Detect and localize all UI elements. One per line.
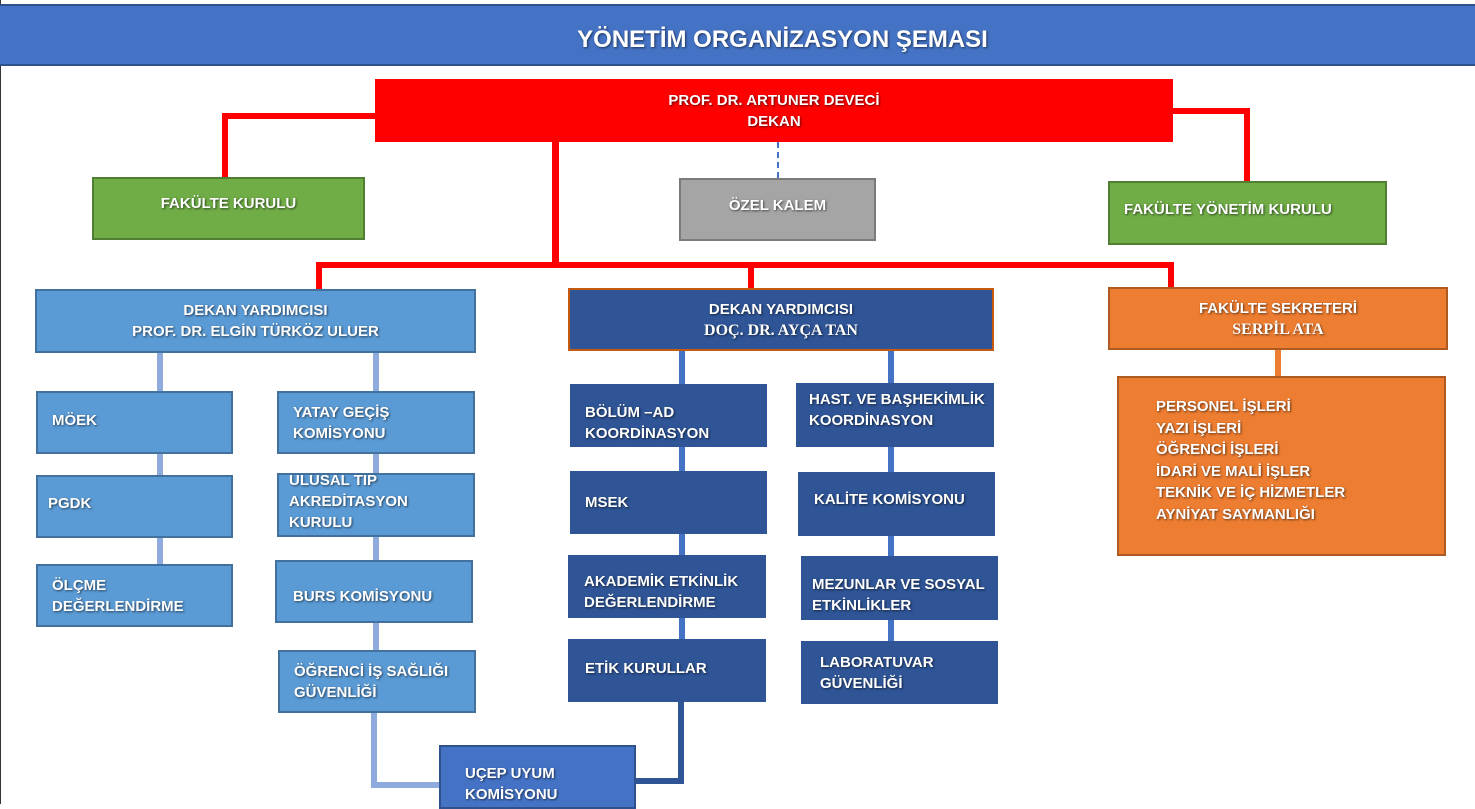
vd1-item-label: ÖLÇME DEĞERLENDİRME	[52, 576, 184, 615]
vd2-item-label: AKADEMİK ETKİNLİK DEĞERLENDİRME	[584, 572, 739, 611]
secretary-units-box[interactable]: PERSONEL İŞLERİ YAZI İŞLERİ ÖĞRENCİ İŞLE…	[1117, 376, 1446, 556]
vd2-item-etik-kurullar[interactable]: ETİK KURULLAR	[568, 639, 766, 702]
vd1-item-label: YATAY GEÇİŞ KOMİSYONU	[293, 403, 390, 442]
ucep-committee-box[interactable]: UÇEP UYUM KOMİSYONU	[439, 745, 636, 809]
secretary-unit-ayniyat: AYNİYAT SAYMANLIĞI	[1156, 505, 1315, 523]
vice-dean-1-title: DEKAN YARDIMCISI	[183, 302, 328, 319]
vice-dean-1-name: PROF. DR. ELGİN TÜRKÖZ ULUER	[132, 323, 379, 340]
secretary-name: SERPİL ATA	[1232, 320, 1324, 338]
vd1-item-ogrenci-is-sagligi[interactable]: ÖĞRENCİ İŞ SAĞLIĞI GÜVENLİĞİ	[278, 650, 476, 713]
connector-vd2-to-ucep-v	[678, 702, 684, 784]
vd2-item-label: MEZUNLAR VE SOSYAL ETKİNLİKLER	[812, 576, 985, 614]
faculty-board-label: FAKÜLTE KURULU	[160, 195, 297, 212]
dean-title: DEKAN	[747, 112, 801, 130]
vd1-item-olcme[interactable]: ÖLÇME DEĞERLENDİRME	[36, 564, 233, 627]
vd1-item-yatay-gecis[interactable]: YATAY GEÇİŞ KOMİSYONU	[277, 391, 475, 454]
vd2-item-label: MSEK	[585, 494, 629, 511]
vd2-item-label: HAST. VE BAŞHEKİMLİK KOORDİNASYON	[809, 391, 985, 429]
vd2-item-label: KALİTE KOMİSYONU	[814, 490, 965, 508]
connector-vd1-left-column	[157, 352, 163, 566]
vd2-item-kalite[interactable]: KALİTE KOMİSYONU	[798, 472, 995, 536]
connector-dean-exec-board-h	[1172, 108, 1250, 114]
vd2-item-akademik-etkinlik[interactable]: AKADEMİK ETKİNLİK DEĞERLENDİRME	[568, 555, 766, 618]
connector-bus-vice-dean-2	[748, 262, 754, 290]
dean-name: PROF. DR. ARTUNER DEVECİ	[668, 91, 880, 109]
private-office-box[interactable]: ÖZEL KALEM	[679, 178, 876, 241]
vd1-item-pgdk[interactable]: PGDK	[36, 475, 233, 538]
vd1-item-label: ULUSAL TIP AKREDİTASYON KURULU	[289, 471, 408, 531]
secretary-unit-ogrenci: ÖĞRENCİ İŞLERİ	[1156, 441, 1279, 459]
vice-dean-1-box[interactable]: DEKAN YARDIMCISI PROF. DR. ELGİN TÜRKÖZ …	[35, 289, 476, 353]
connector-vd1-to-ucep-v	[371, 712, 377, 788]
vd2-item-hastane[interactable]: HAST. VE BAŞHEKİMLİK KOORDİNASYON	[796, 383, 994, 447]
ucep-committee-label: UÇEP UYUM KOMİSYONU	[465, 765, 558, 803]
connector-secretary-units	[1275, 349, 1281, 377]
vd1-item-label: BURS KOMİSYONU	[293, 588, 433, 605]
vd1-item-label: ÖĞRENCİ İŞ SAĞLIĞI GÜVENLİĞİ	[294, 662, 449, 701]
connector-bus-vice-dean-1	[316, 262, 322, 290]
vd2-item-label: BÖLÜM –AD KOORDİNASYON	[585, 403, 710, 442]
connector-vd1-to-ucep-h	[371, 782, 441, 788]
faculty-board-box[interactable]: FAKÜLTE KURULU	[92, 177, 365, 240]
connector-bus-secretary	[1168, 262, 1174, 290]
dean-box[interactable]: PROF. DR. ARTUNER DEVECİ DEKAN	[375, 79, 1173, 142]
vd2-item-label: ETİK KURULLAR	[585, 660, 707, 677]
connector-vd2-to-ucep-h	[634, 778, 684, 784]
vice-dean-2-box[interactable]: DEKAN YARDIMCISI DOÇ. DR. AYÇA TAN	[568, 288, 994, 351]
vice-dean-2-name: DOÇ. DR. AYÇA TAN	[704, 321, 858, 339]
vd2-item-msek[interactable]: MSEK	[570, 471, 767, 534]
faculty-exec-board-label: FAKÜLTE YÖNETİM KURULU	[1124, 200, 1332, 218]
page-title: YÖNETİM ORGANİZASYON ŞEMASI	[577, 26, 988, 53]
connector-dean-faculty-board-h	[222, 113, 376, 119]
vd1-item-label: PGDK	[48, 495, 92, 512]
secretary-unit-teknik: TEKNİK VE İÇ HİZMETLER	[1156, 484, 1346, 502]
connector-main-bus	[316, 262, 1174, 268]
secretary-unit-personel: PERSONEL İŞLERİ	[1156, 398, 1291, 415]
vd2-item-mezunlar[interactable]: MEZUNLAR VE SOSYAL ETKİNLİKLER	[801, 556, 998, 620]
secretary-title: FAKÜLTE SEKRETERİ	[1198, 299, 1358, 317]
vd2-item-bolum-ad[interactable]: BÖLÜM –AD KOORDİNASYON	[570, 384, 767, 447]
vd1-item-label: MÖEK	[52, 412, 97, 429]
vice-dean-2-title: DEKAN YARDIMCISI	[708, 300, 854, 318]
header-bar: YÖNETİM ORGANİZASYON ŞEMASI	[0, 4, 1475, 66]
faculty-exec-board-box[interactable]: FAKÜLTE YÖNETİM KURULU	[1108, 181, 1387, 245]
vd2-item-label: LABORATUVAR GÜVENLİĞİ	[820, 653, 934, 692]
secretary-unit-idari-mali: İDARİ VE MALİ İŞLER	[1156, 462, 1311, 480]
vd1-item-burs[interactable]: BURS KOMİSYONU	[275, 560, 473, 623]
connector-dean-faculty-board-v	[222, 113, 228, 179]
connector-dean-exec-board-v	[1244, 108, 1250, 182]
vd1-item-utak[interactable]: ULUSAL TIP AKREDİTASYON KURULU	[277, 471, 475, 537]
connector-dean-private-office	[777, 142, 779, 178]
private-office-label: ÖZEL KALEM	[728, 197, 827, 214]
vd1-item-moek[interactable]: MÖEK	[36, 391, 233, 454]
connector-dean-trunk	[552, 142, 559, 266]
secretary-box[interactable]: FAKÜLTE SEKRETERİ SERPİL ATA	[1108, 287, 1448, 350]
vd2-item-laboratuvar[interactable]: LABORATUVAR GÜVENLİĞİ	[801, 641, 998, 704]
secretary-unit-yazi: YAZI İŞLERİ	[1156, 419, 1242, 437]
